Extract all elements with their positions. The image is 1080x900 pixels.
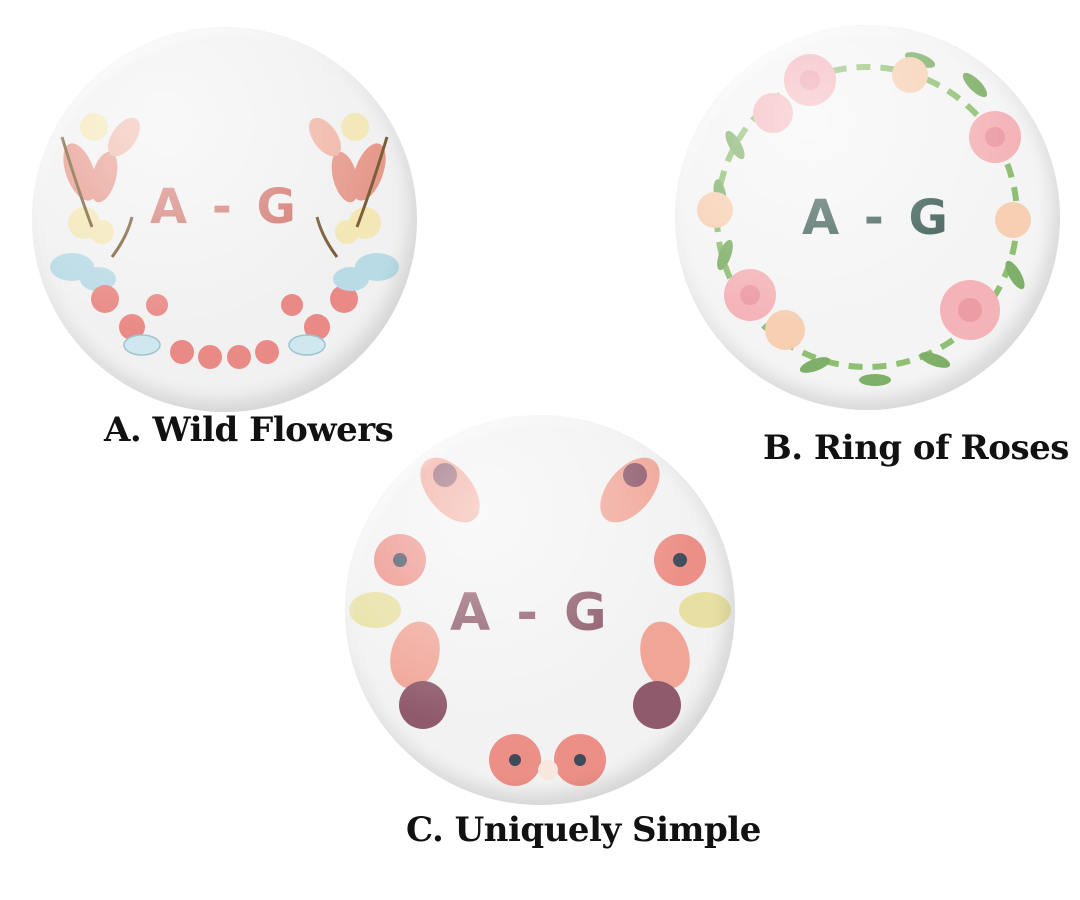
badge-uniquely-simple: A - G bbox=[345, 415, 735, 805]
badge-ring-of-roses: A - G bbox=[675, 25, 1060, 410]
caption-uniquely-simple: C. Uniquely Simple bbox=[406, 810, 761, 850]
badge-a-face: A - G bbox=[32, 27, 417, 412]
badge-c-face: A - G bbox=[345, 415, 735, 805]
badge-wild-flowers: A - G bbox=[32, 27, 417, 412]
badge-b-monogram: A - G bbox=[802, 190, 952, 246]
badge-b-face: A - G bbox=[675, 25, 1060, 410]
badge-c-monogram: A - G bbox=[450, 583, 611, 643]
caption-ring-of-roses: B. Ring of Roses bbox=[763, 428, 1069, 468]
badge-a-monogram: A - G bbox=[150, 179, 300, 235]
